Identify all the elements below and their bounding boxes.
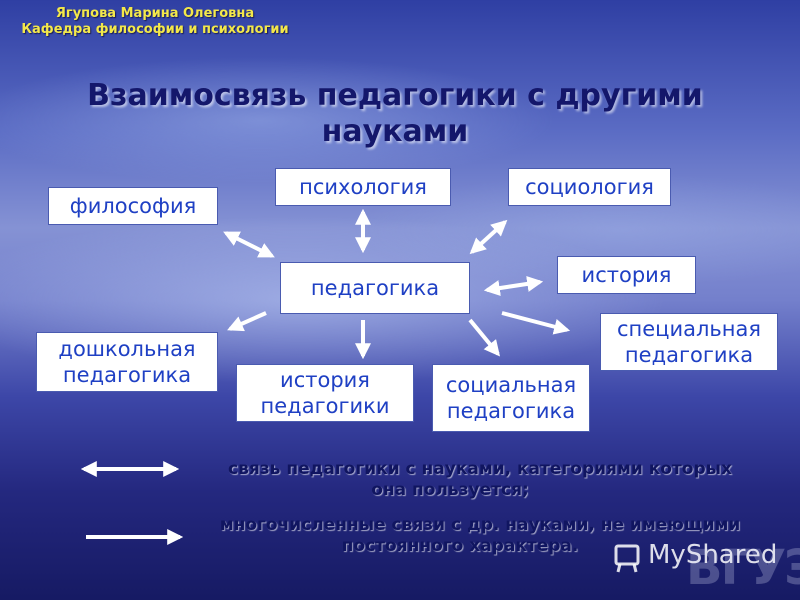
arrow-social	[468, 318, 501, 357]
node-history-of-pedagogy: история педагогики	[236, 364, 414, 422]
title-line-2: науками	[321, 114, 469, 149]
node-sociology: социология	[508, 168, 671, 206]
title-line-1: Взаимосвязь педагогики с другими	[87, 78, 703, 113]
legend-double-description: связь педагогики с науками, категориями …	[228, 459, 732, 500]
node-philosophy: философия	[48, 187, 218, 225]
legend-single-description: многочисленные связи с др. науками, не и…	[219, 515, 741, 556]
node-history: история	[557, 256, 696, 294]
vgues-logo: ВГУЭС	[686, 540, 800, 596]
node-special-pedagogy: специальная педагогика	[600, 313, 778, 371]
arrow-special	[501, 311, 571, 335]
node-social-pedagogy: социальная педагогика	[432, 364, 590, 432]
department-name: Кафедра философии и психологии	[21, 22, 289, 37]
arrow-history	[483, 276, 544, 296]
arrow-sociology	[469, 219, 508, 255]
node-pedagogy-center: педагогика	[280, 262, 470, 314]
arrow-philosophy	[223, 231, 275, 258]
author-block: Ягупова Марина Олеговна Кафедра философи…	[0, 6, 310, 38]
node-preschool-pedagogy: дошкольная педагогика	[36, 332, 218, 392]
node-psychology: психология	[275, 168, 451, 206]
author-name: Ягупова Марина Олеговна	[55, 6, 255, 21]
arrow-preschool	[227, 311, 267, 332]
myshared-watermark: MyShared	[648, 540, 778, 570]
slide-title: Взаимосвязь педагогики с другими науками	[60, 78, 730, 150]
myshared-icon	[614, 544, 640, 573]
